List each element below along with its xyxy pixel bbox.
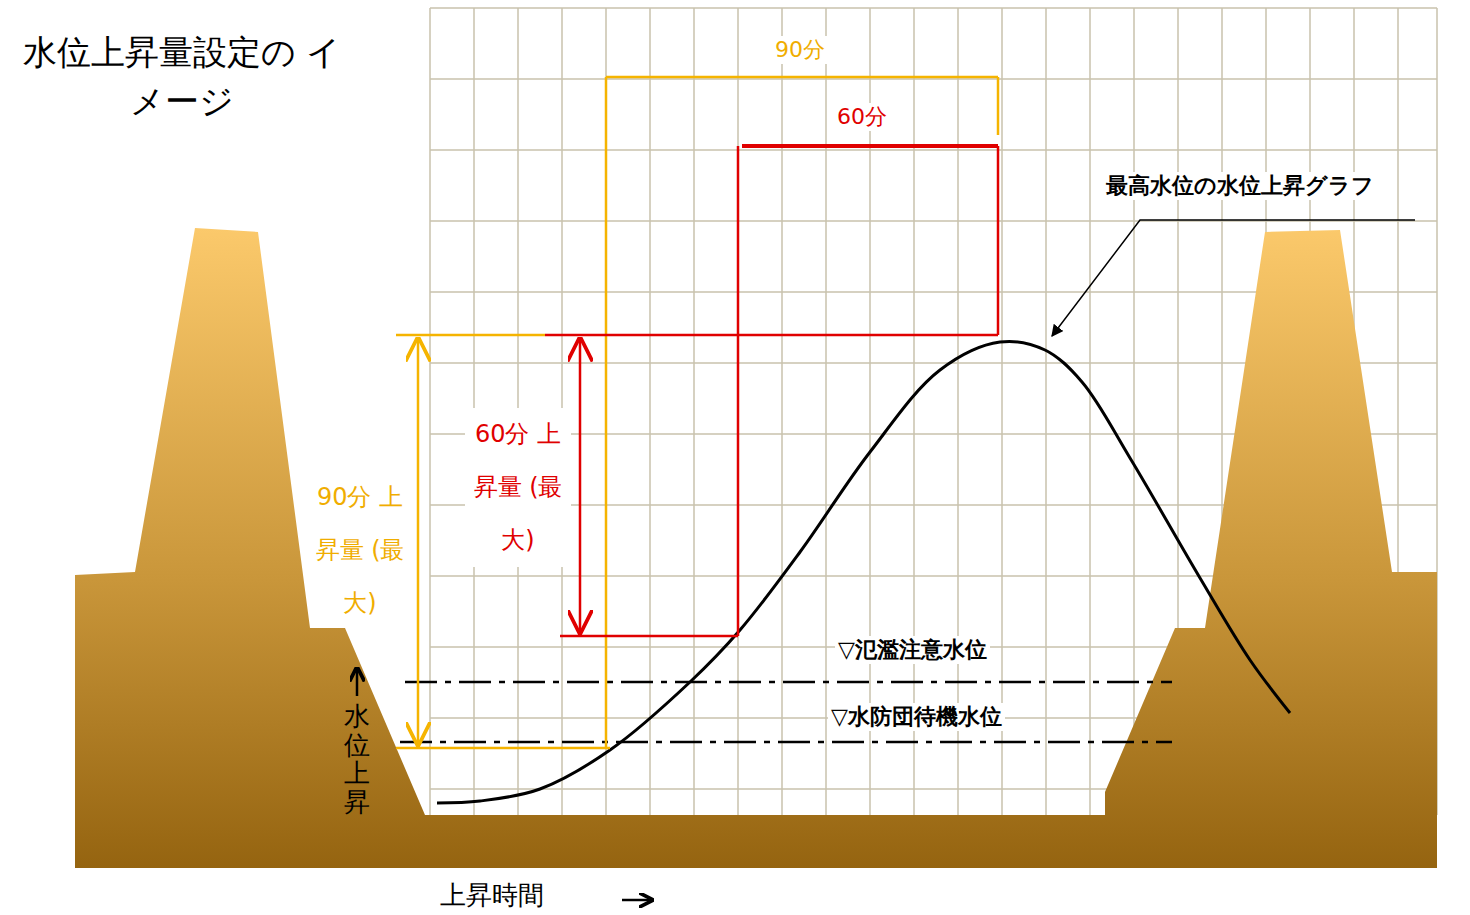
axis-arrow-right [622, 899, 652, 902]
level-label: ▽氾濫注意水位 [835, 636, 990, 664]
duration-label: 60分 [834, 103, 890, 131]
diagram-title: 水位上昇量設定の イメージ [12, 28, 352, 127]
level-label: ▽水防団待機水位 [828, 703, 1005, 731]
duration-label: 90分 [772, 36, 828, 64]
rise-label: 60分 上昇量 (最大) [465, 408, 571, 567]
leader-line [1052, 220, 1415, 336]
axis-label: 上昇時間 [440, 879, 544, 912]
graph-label: 最高水位の水位上昇グラフ [1103, 172, 1377, 200]
hydrograph [437, 341, 1290, 803]
river-bank [75, 228, 1437, 868]
axis-arrow-up [356, 668, 359, 696]
level-lines [400, 682, 1172, 742]
yellow-bracket [396, 77, 998, 748]
axis-label: 水位上昇 [344, 702, 370, 816]
red-bracket [545, 146, 998, 636]
rise-label: 90分 上昇量 (最大) [310, 471, 410, 630]
